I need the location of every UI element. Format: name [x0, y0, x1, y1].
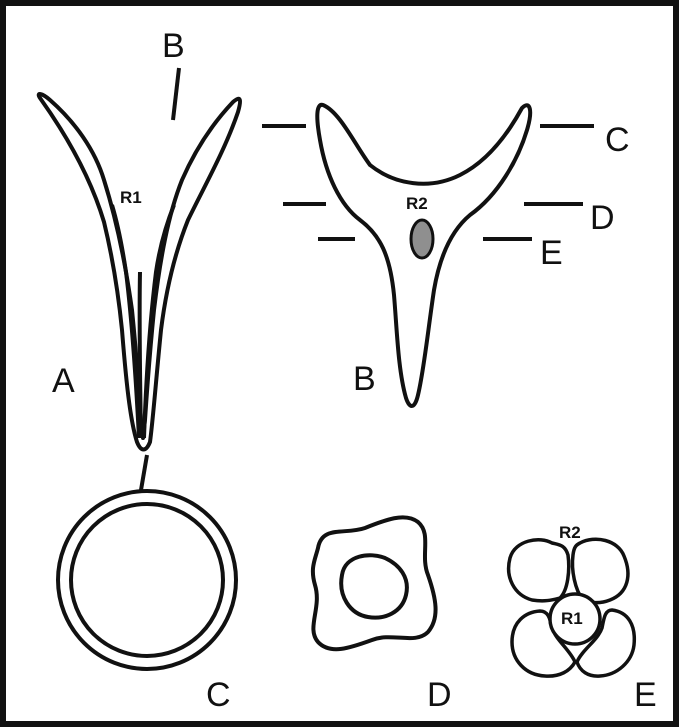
panel-b-section-label-c: C	[605, 121, 630, 159]
cross-section-e-region-label-r1: R1	[561, 609, 583, 628]
panel-b-label: B	[353, 360, 376, 398]
panel-a-region-label: R1	[120, 188, 142, 207]
cross-section-e-lobe-top-left	[509, 540, 569, 601]
panel-b: R2 B C D E	[262, 105, 630, 406]
panel-a-section-label: B	[162, 27, 185, 65]
cross-section-d: D	[313, 517, 452, 714]
cross-section-e-label: E	[634, 676, 657, 714]
panel-b-region-label: R2	[406, 194, 428, 213]
cross-section-c-label: C	[206, 676, 231, 714]
cross-section-c-inner-ring	[71, 504, 223, 656]
cross-section-c: C	[58, 491, 236, 714]
panel-b-section-label-d: D	[590, 199, 615, 237]
panel-a-label: A	[52, 362, 75, 400]
cross-section-e-region-label-r2: R2	[559, 523, 581, 542]
panel-a-section-line-c	[141, 455, 147, 490]
panel-b-section-label-e: E	[540, 234, 563, 272]
panel-a: R1 A B	[39, 27, 240, 490]
panel-a-inner-groove-mid	[140, 272, 141, 438]
panel-a-section-line-b	[173, 68, 179, 120]
cross-section-d-label: D	[427, 676, 452, 714]
cross-section-d-inner-ring	[341, 555, 407, 617]
cross-section-e: R2 R1 E	[509, 523, 657, 714]
panel-b-hilum-oval	[411, 220, 433, 258]
